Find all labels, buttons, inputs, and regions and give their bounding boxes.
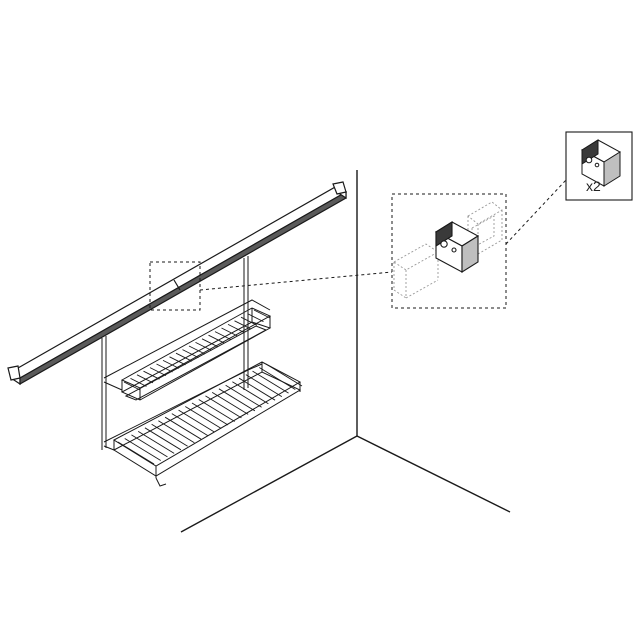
connector-part-inset bbox=[565, 131, 633, 201]
basket-slat bbox=[131, 434, 168, 458]
rail-joint-callout bbox=[149, 261, 393, 311]
basket-slat bbox=[259, 367, 296, 390]
wall-rail bbox=[7, 181, 348, 386]
basket-slat bbox=[208, 334, 225, 344]
basket-slat bbox=[214, 331, 232, 341]
basket-slat bbox=[117, 441, 155, 465]
basket-slat bbox=[218, 388, 256, 412]
basket-slat bbox=[151, 423, 188, 447]
basket-slat bbox=[144, 427, 182, 451]
basket-slat bbox=[195, 341, 212, 351]
basket-slat bbox=[238, 377, 276, 401]
basket-slat bbox=[234, 320, 251, 330]
basket-slat bbox=[182, 349, 199, 359]
basket-slat bbox=[130, 377, 147, 387]
lower-basket-slats bbox=[117, 363, 303, 465]
basket-slat bbox=[245, 374, 283, 398]
basket-slat bbox=[156, 363, 173, 373]
basket-slat bbox=[137, 430, 175, 454]
basket-slat bbox=[232, 381, 269, 405]
basket-slat bbox=[240, 316, 258, 326]
basket-slat bbox=[158, 420, 195, 444]
basket-slat bbox=[225, 384, 262, 408]
basket-slat bbox=[124, 438, 161, 461]
basket-slat bbox=[211, 391, 249, 415]
basket-slat bbox=[265, 363, 303, 387]
basket-slat bbox=[198, 399, 235, 422]
basket-slat bbox=[143, 370, 160, 380]
basket-slat bbox=[252, 370, 289, 394]
basket-slat bbox=[178, 409, 215, 433]
basket-slat bbox=[136, 374, 154, 384]
quantity-label: x2 bbox=[586, 178, 601, 194]
basket-slat bbox=[123, 381, 141, 391]
basket-slat bbox=[247, 313, 264, 323]
basket-slat bbox=[221, 327, 238, 337]
basket-slat bbox=[169, 356, 186, 366]
basket-slat bbox=[227, 323, 245, 333]
basket-slat bbox=[188, 345, 206, 355]
basket-slat bbox=[162, 359, 180, 369]
room-corner-lines bbox=[180, 170, 511, 533]
wire-basket-shelf bbox=[101, 256, 302, 487]
basket-slat bbox=[149, 367, 167, 377]
upper-basket-slats bbox=[123, 309, 271, 391]
connector-detail-view bbox=[391, 179, 567, 309]
basket-slat bbox=[201, 338, 219, 348]
basket-slat bbox=[191, 402, 229, 426]
basket-slat bbox=[175, 352, 193, 362]
basket-slat bbox=[205, 395, 242, 419]
basket-slat bbox=[253, 309, 271, 319]
basket-slat bbox=[164, 416, 202, 440]
basket-slat bbox=[171, 413, 209, 437]
basket-slat bbox=[185, 406, 222, 429]
